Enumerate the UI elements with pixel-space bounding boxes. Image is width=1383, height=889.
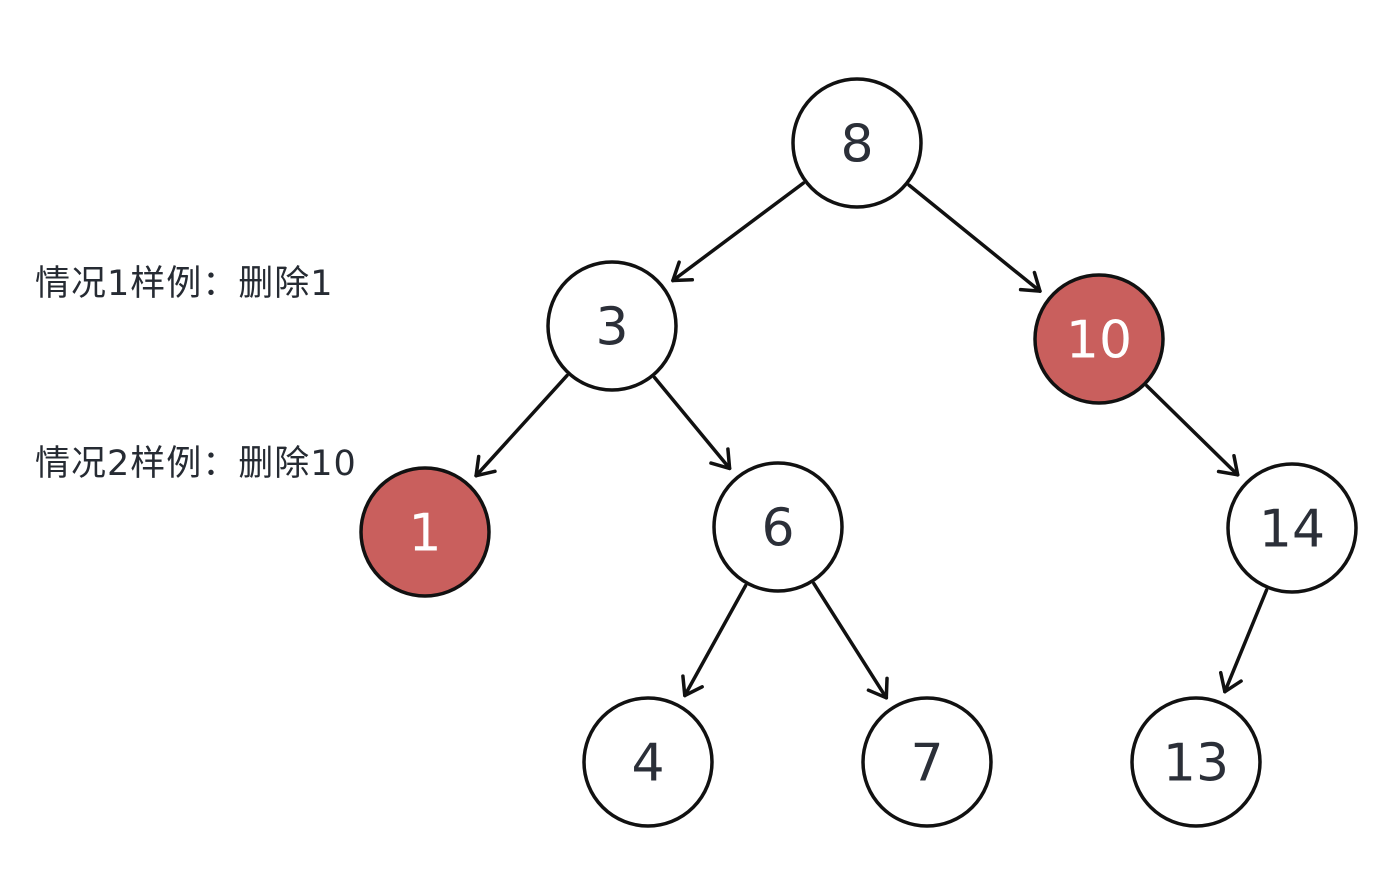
tree-node-circle-8	[791, 77, 923, 209]
edge-3-1	[474, 373, 569, 478]
tree-node-label-13: 13	[1163, 734, 1229, 794]
tree-node-label-4: 4	[631, 734, 664, 794]
tree-node-6: 6	[712, 461, 844, 593]
tree-node-circle-6	[712, 461, 844, 593]
tree-node-3: 3	[546, 260, 678, 392]
tree-node-10: 10	[1033, 273, 1165, 405]
edge-6-7	[812, 581, 889, 700]
tree-node-circle-7	[861, 696, 993, 828]
case-annotation-line-2: 情况2样例：删除10	[35, 444, 357, 484]
tree-node-circle-14	[1226, 462, 1358, 594]
edge-8-3	[671, 181, 806, 283]
tree-node-1: 1	[359, 466, 491, 598]
edge-14-13	[1218, 588, 1269, 694]
edge-10-14	[1145, 384, 1240, 477]
tree-node-circle-3	[546, 260, 678, 392]
tree-node-8: 8	[791, 77, 923, 209]
tree-node-14: 14	[1226, 462, 1358, 594]
edge-8-10	[907, 183, 1042, 293]
tree-node-label-8: 8	[840, 115, 873, 175]
edge-6-4	[681, 583, 748, 698]
tree-node-label-6: 6	[761, 499, 794, 559]
tree-node-label-7: 7	[910, 734, 943, 794]
tree-node-4: 4	[582, 696, 714, 828]
tree-node-circle-1	[359, 466, 491, 598]
edge-3-6	[652, 375, 732, 471]
tree-node-circle-4	[582, 696, 714, 828]
case-annotation: 情况1样例：删除1 情况2样例：删除10	[35, 134, 357, 614]
case-annotation-line-1: 情况1样例：删除1	[35, 264, 334, 304]
tree-node-circle-10	[1033, 273, 1165, 405]
tree-node-label-14: 14	[1259, 500, 1325, 560]
tree-node-label-10: 10	[1066, 311, 1132, 371]
tree-node-7: 7	[861, 696, 993, 828]
tree-node-circle-13	[1130, 696, 1262, 828]
tree-node-13: 13	[1130, 696, 1262, 828]
tree-node-label-3: 3	[595, 298, 628, 358]
tree-node-label-1: 1	[408, 504, 441, 564]
